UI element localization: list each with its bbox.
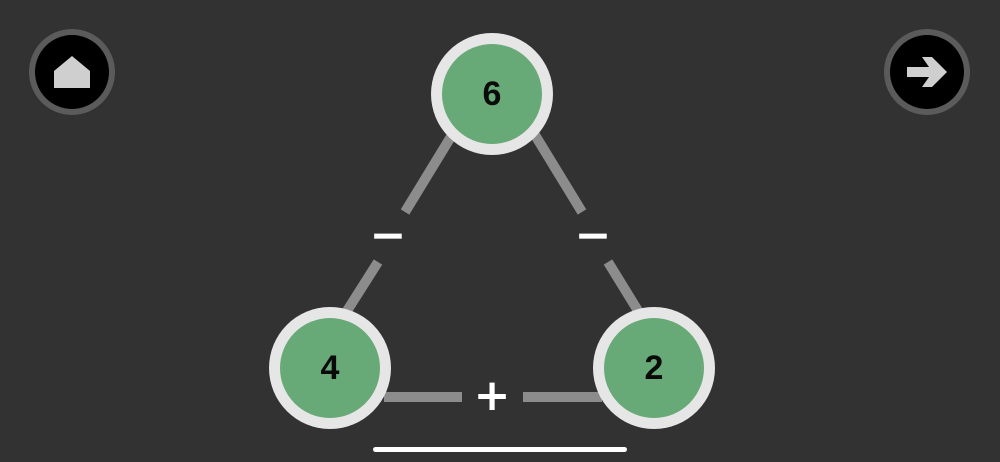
number-node-right[interactable]: 2 — [593, 307, 715, 429]
arrow-right-icon — [907, 57, 947, 87]
operator-left-edge: − — [369, 210, 407, 261]
number-node-top[interactable]: 6 — [431, 33, 553, 155]
next-button[interactable] — [884, 29, 970, 115]
operator-right-edge: − — [574, 210, 612, 261]
operator-bottom-edge: + — [473, 370, 511, 421]
edge-left-upper — [400, 132, 457, 215]
home-icon — [54, 56, 90, 88]
number-node-top-disc: 6 — [442, 44, 542, 144]
edge-right-lower — [603, 259, 645, 317]
number-node-right-value: 2 — [644, 348, 664, 387]
next-button-face — [890, 35, 964, 109]
home-button[interactable] — [29, 29, 115, 115]
number-node-left[interactable]: 4 — [269, 307, 391, 429]
edge-left-lower — [340, 259, 383, 317]
number-node-left-value: 4 — [320, 348, 340, 387]
number-node-left-disc: 4 — [280, 318, 380, 418]
home-button-face — [35, 35, 109, 109]
home-indicator-bar[interactable] — [373, 447, 627, 452]
edge-right-upper — [530, 132, 587, 215]
number-node-top-value: 6 — [482, 74, 502, 113]
number-node-right-disc: 2 — [604, 318, 704, 418]
